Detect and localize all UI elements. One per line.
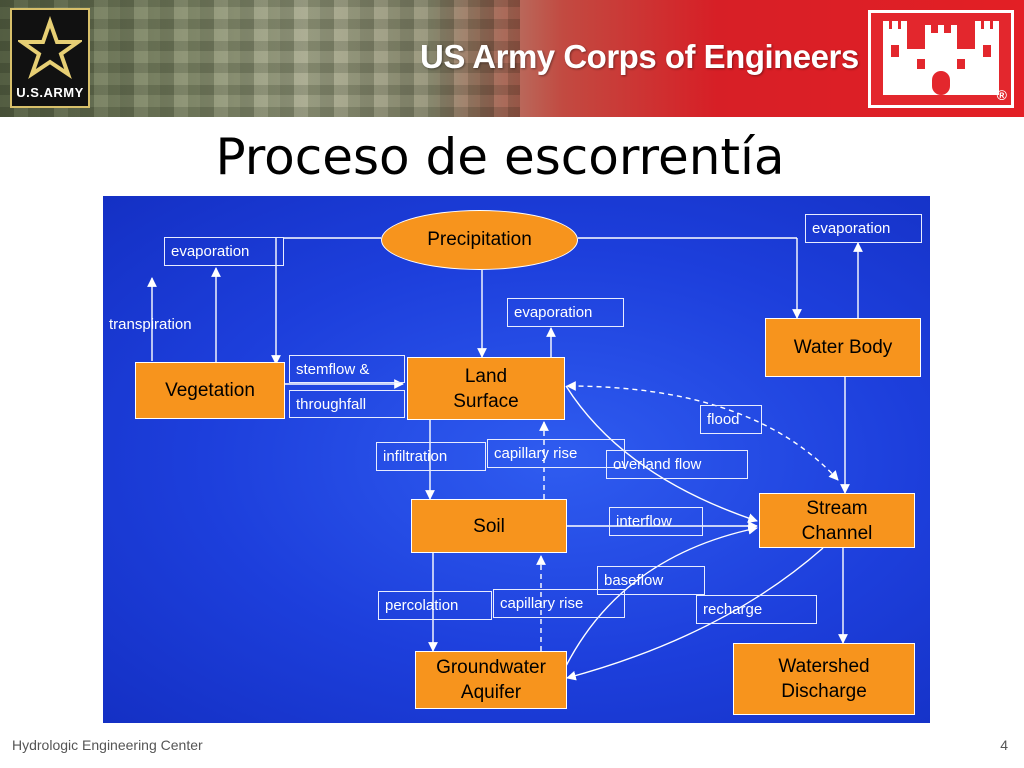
node-land-surface-line2: Surface [453, 390, 519, 412]
label-recharge: recharge [696, 595, 817, 624]
label-flood: flood [700, 405, 762, 434]
label-throughfall: throughfall [289, 390, 405, 418]
arrow-recharge [566, 547, 824, 681]
castle-logo: ® [868, 10, 1014, 108]
label-stemflow: stemflow & [289, 355, 405, 383]
slide-title: Proceso de escorrentía [215, 128, 785, 186]
label-percolation: percolation [378, 591, 492, 620]
node-watershed-discharge: Watershed Discharge [733, 643, 915, 715]
label-evaporation-center: evaporation [507, 298, 624, 327]
footer-page-number: 4 [1000, 737, 1008, 753]
node-groundwater-line2: Aquifer [460, 682, 522, 703]
runoff-process-diagram: Precipitation Vegetation Land Surface Wa… [103, 196, 930, 723]
node-land-surface: Land Surface [407, 357, 565, 420]
node-vegetation: Vegetation [135, 362, 285, 419]
node-groundwater-line1: Groundwater [436, 657, 546, 678]
label-interflow: interflow [609, 507, 703, 536]
label-capillary-rise-lower: capillary rise [493, 589, 625, 618]
node-stream-channel-line2: Channel [801, 522, 873, 544]
banner-title: US Army Corps of Engineers [420, 38, 859, 75]
node-groundwater-aquifer: Groundwater Aquifer [415, 651, 567, 709]
label-evaporation-right: evaporation [805, 214, 922, 243]
label-baseflow: baseflow [597, 566, 705, 595]
label-infiltration: infiltration [376, 442, 486, 471]
diagram-connectors [147, 237, 863, 681]
node-watershed-line1: Watershed [778, 656, 870, 677]
footer-organization: Hydrologic Engineering Center [12, 737, 203, 753]
node-precipitation: Precipitation [381, 210, 578, 270]
label-overland-flow: overland flow [606, 450, 748, 479]
army-star-icon [18, 16, 82, 79]
node-land-surface-line1: Land [464, 365, 508, 387]
node-stream-channel: Stream Channel [759, 493, 915, 548]
registered-mark: ® [996, 87, 1007, 103]
node-watershed-line2: Discharge [781, 681, 867, 702]
node-soil: Soil [411, 499, 567, 553]
army-logo: U.S.ARMY [10, 8, 90, 108]
label-evaporation-left: evaporation [164, 237, 284, 266]
node-stream-channel-line1: Stream [806, 497, 868, 519]
label-transpiration: transpiration [109, 316, 192, 333]
arrow-baseflow [565, 525, 758, 667]
label-capillary-rise-upper: capillary rise [487, 439, 625, 468]
node-water-body: Water Body [765, 318, 921, 377]
castle-icon [883, 21, 999, 95]
header-banner: U.S.ARMY US Army Corps of Engineers ® [0, 0, 1024, 117]
army-logo-text: U.S.ARMY [16, 85, 84, 100]
